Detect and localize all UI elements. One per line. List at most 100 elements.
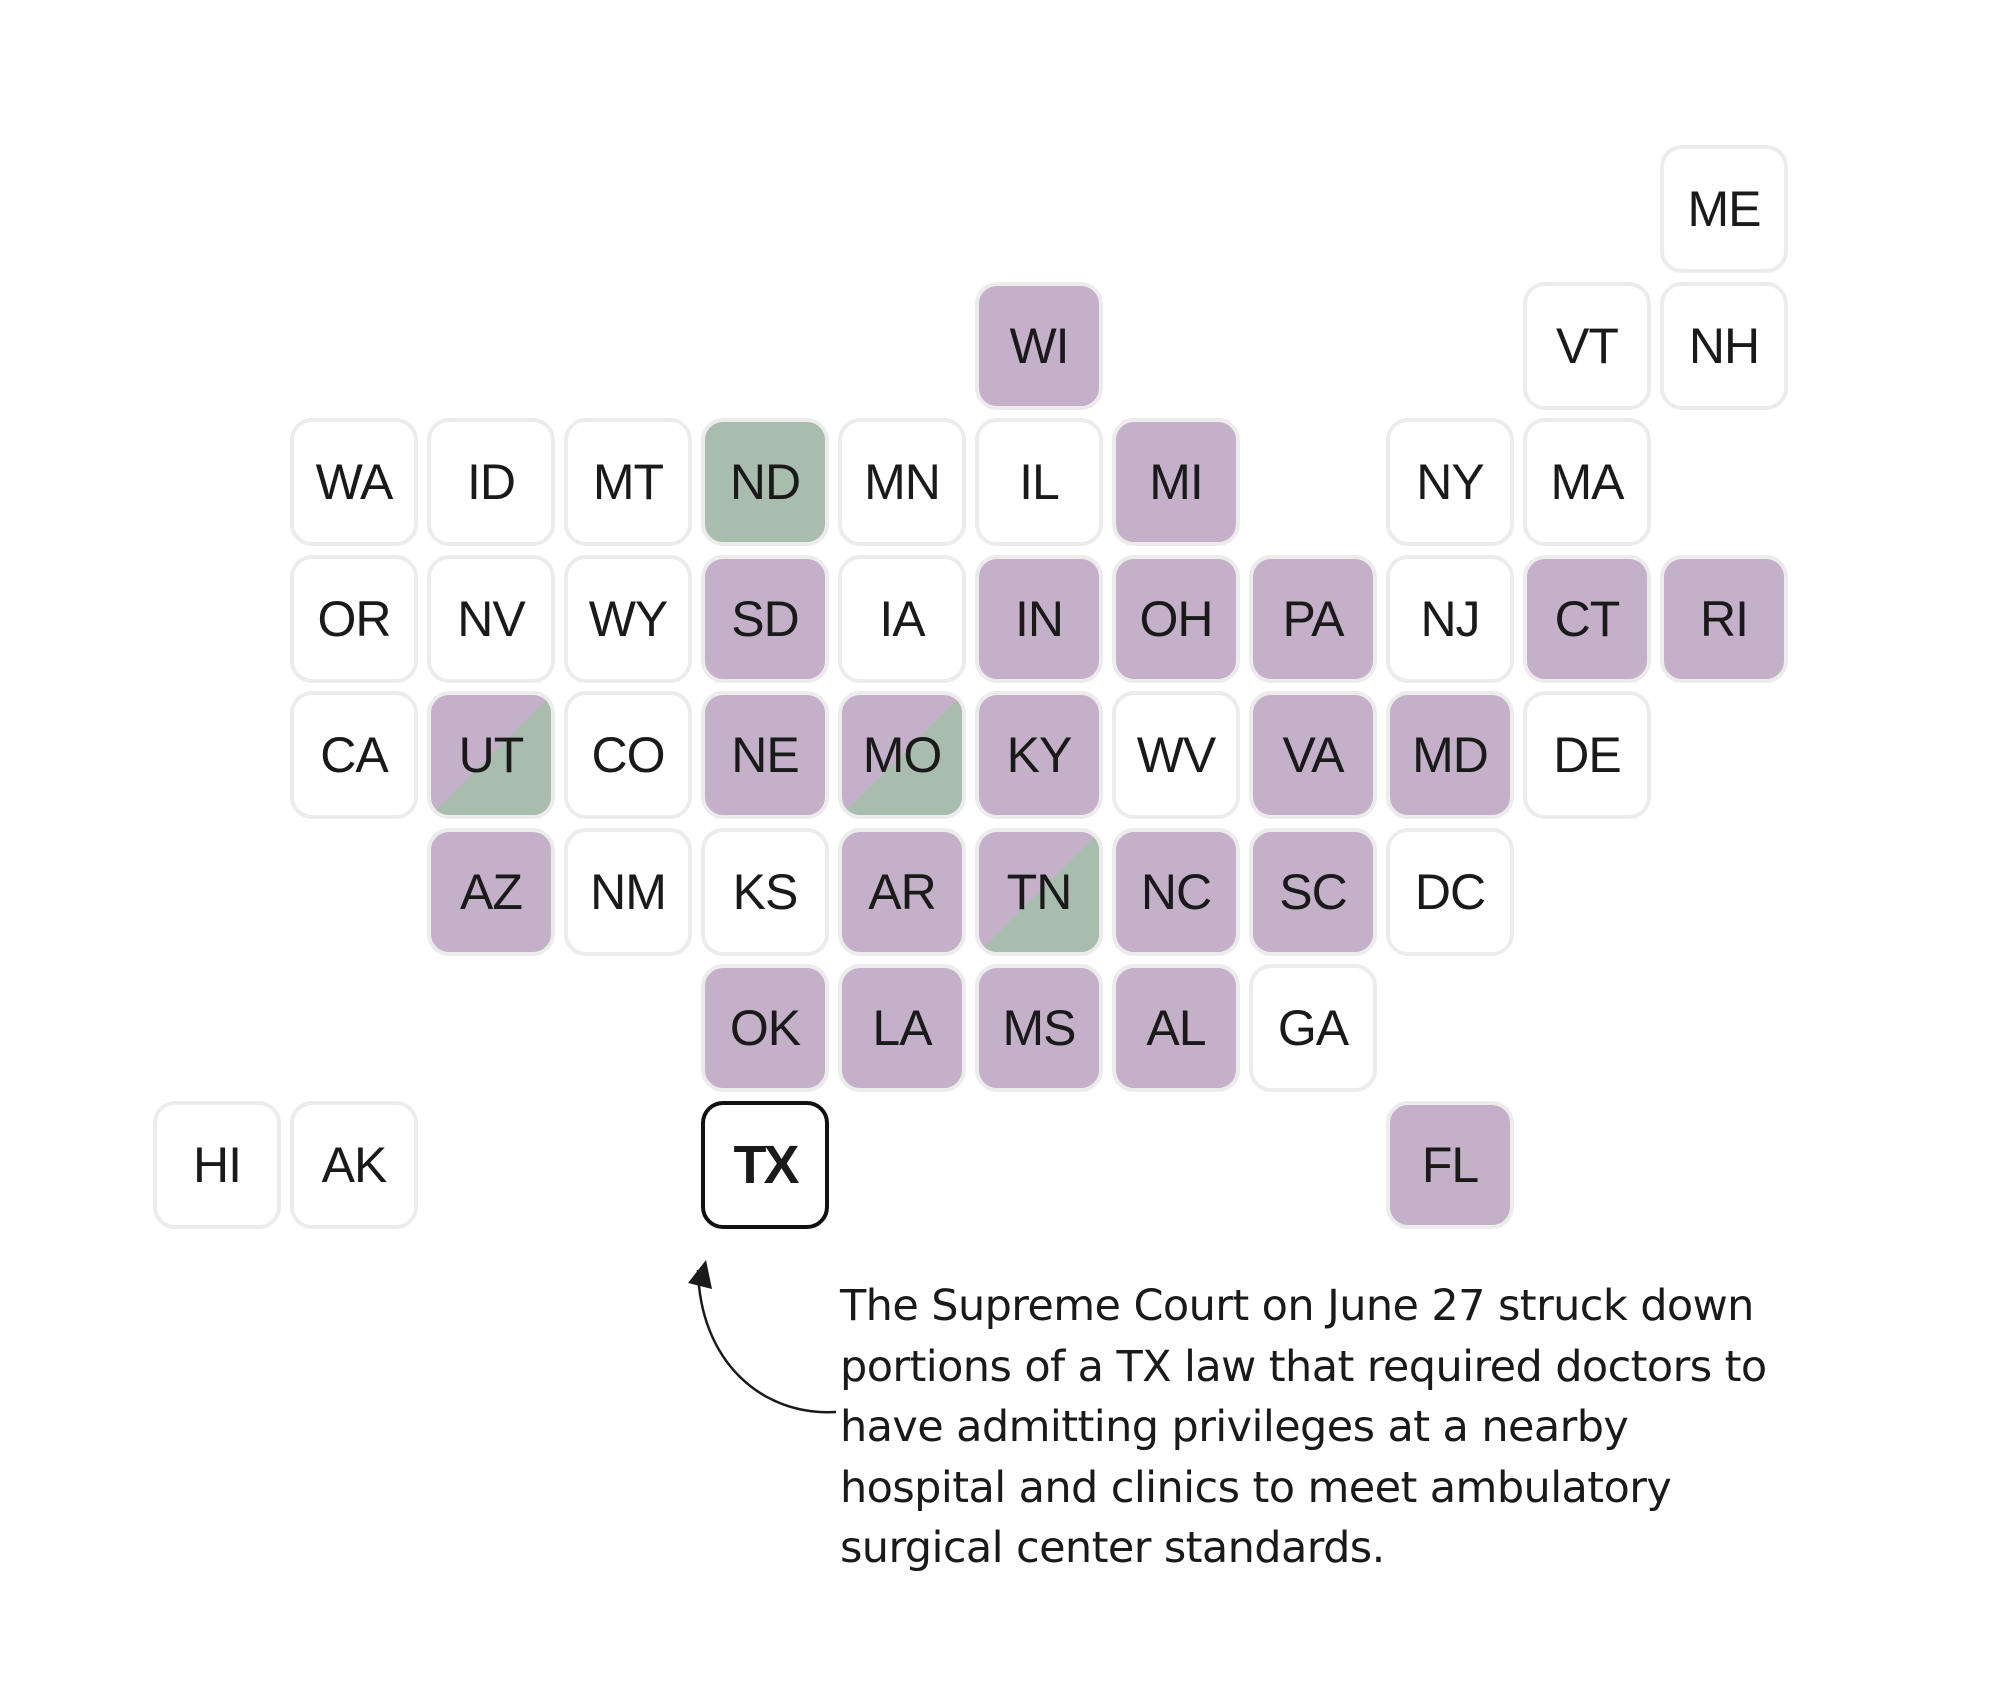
state-tile-ut: UT xyxy=(427,691,555,819)
state-label: MN xyxy=(864,454,941,510)
state-tile-il: IL xyxy=(975,418,1103,546)
state-tile-mi: MI xyxy=(1112,418,1240,546)
state-tile-nm: NM xyxy=(564,828,692,956)
state-tile-wv: WV xyxy=(1112,691,1240,819)
state-label: VT xyxy=(1556,318,1619,374)
state-tile-ri: RI xyxy=(1660,555,1788,683)
annotation-line: have admitting privileges at a nearby xyxy=(840,1402,1629,1452)
state-tile-nh: NH xyxy=(1660,282,1788,410)
state-label: OH xyxy=(1139,591,1214,647)
state-tile-ia: IA xyxy=(838,555,966,683)
annotation-text: The Supreme Court on June 27 struck down… xyxy=(840,1276,1840,1579)
state-label: AL xyxy=(1146,1000,1206,1056)
state-label: NV xyxy=(457,591,525,647)
state-label: WA xyxy=(315,454,394,510)
state-label: CA xyxy=(320,727,388,783)
state-label: WI xyxy=(1009,318,1069,374)
state-label: OK xyxy=(729,1000,801,1056)
split-fill-green xyxy=(979,832,1099,952)
state-label: WY xyxy=(588,591,669,647)
state-tile-or: OR xyxy=(290,555,418,683)
state-tile-wy: WY xyxy=(564,555,692,683)
state-label: NC xyxy=(1140,864,1212,920)
state-tile-dc: DC xyxy=(1386,828,1514,956)
state-tile-sc: SC xyxy=(1249,828,1377,956)
state-label: UT xyxy=(458,727,525,783)
state-label: AK xyxy=(321,1137,388,1193)
state-tile-mo: MO xyxy=(838,691,966,819)
state-tile-md: MD xyxy=(1386,691,1514,819)
state-label: AZ xyxy=(460,864,523,920)
state-tile-sd: SD xyxy=(701,555,829,683)
state-label: HI xyxy=(193,1137,242,1193)
state-label: NJ xyxy=(1420,591,1480,647)
annotation-line: hospital and clinics to meet ambulatory xyxy=(840,1462,1672,1513)
state-label: WV xyxy=(1136,727,1217,783)
state-label: SD xyxy=(731,591,799,647)
state-label: KS xyxy=(732,864,799,920)
state-label: ID xyxy=(467,454,516,510)
state-tile-nj: NJ xyxy=(1386,555,1514,683)
state-label: TN xyxy=(1006,864,1073,920)
state-tile-az: AZ xyxy=(427,828,555,956)
state-tile-al: AL xyxy=(1112,964,1240,1092)
state-label: MI xyxy=(1149,454,1204,510)
state-tile-ct: CT xyxy=(1523,555,1651,683)
state-tile-ma: MA xyxy=(1523,418,1651,546)
state-label: PA xyxy=(1282,591,1345,647)
state-tile-in: IN xyxy=(975,555,1103,683)
annotation-line: portions of a TX law that required docto… xyxy=(840,1341,1767,1392)
state-label: VA xyxy=(1282,727,1345,783)
state-label: RI xyxy=(1700,591,1749,647)
state-tile-fl: FL xyxy=(1386,1101,1514,1229)
state-label: MD xyxy=(1412,727,1489,783)
state-tile-ga: GA xyxy=(1249,964,1377,1092)
state-tile-de: DE xyxy=(1523,691,1651,819)
state-tile-vt: VT xyxy=(1523,282,1651,410)
state-label: ME xyxy=(1687,181,1762,237)
state-tile-tx: TX xyxy=(701,1101,829,1229)
state-tile-ky: KY xyxy=(975,691,1103,819)
state-tile-pa: PA xyxy=(1249,555,1377,683)
state-label: IL xyxy=(1019,454,1060,510)
state-label: DE xyxy=(1553,727,1621,783)
state-tile-wa: WA xyxy=(290,418,418,546)
state-label: NH xyxy=(1688,318,1760,374)
state-tile-va: VA xyxy=(1249,691,1377,819)
state-label: NE xyxy=(731,727,799,783)
state-tile-id: ID xyxy=(427,418,555,546)
state-tile-mt: MT xyxy=(564,418,692,546)
state-label: IA xyxy=(879,591,925,647)
state-label: CO xyxy=(591,727,666,783)
split-fill xyxy=(431,695,551,815)
split-fill xyxy=(842,695,962,815)
split-fill-green xyxy=(842,695,962,815)
split-fill xyxy=(979,832,1099,952)
state-label: CT xyxy=(1554,591,1621,647)
state-tile-hi: HI xyxy=(153,1101,281,1229)
state-tile-ny: NY xyxy=(1386,418,1514,546)
state-tile-nd: ND xyxy=(701,418,829,546)
state-tile-nc: NC xyxy=(1112,828,1240,956)
state-tile-ms: MS xyxy=(975,964,1103,1092)
split-fill-green xyxy=(431,695,551,815)
state-tile-mn: MN xyxy=(838,418,966,546)
state-label: TX xyxy=(733,1135,799,1195)
state-label: MA xyxy=(1550,454,1625,510)
annotation-line: The Supreme Court on June 27 struck down xyxy=(840,1281,1754,1331)
state-label: DC xyxy=(1414,864,1486,920)
state-tile-ca: CA xyxy=(290,691,418,819)
state-tile-me: ME xyxy=(1660,145,1788,273)
state-tile-ar: AR xyxy=(838,828,966,956)
state-label: AR xyxy=(868,864,936,920)
state-tile-co: CO xyxy=(564,691,692,819)
annotation-line: surgical center standards. xyxy=(840,1523,1385,1573)
state-label: LA xyxy=(872,1000,932,1056)
state-label: MT xyxy=(592,454,664,510)
state-tile-ok: OK xyxy=(701,964,829,1092)
state-tile-ak: AK xyxy=(290,1101,418,1229)
state-label: KY xyxy=(1006,727,1073,783)
state-label: SC xyxy=(1279,864,1347,920)
state-tile-wi: WI xyxy=(975,282,1103,410)
